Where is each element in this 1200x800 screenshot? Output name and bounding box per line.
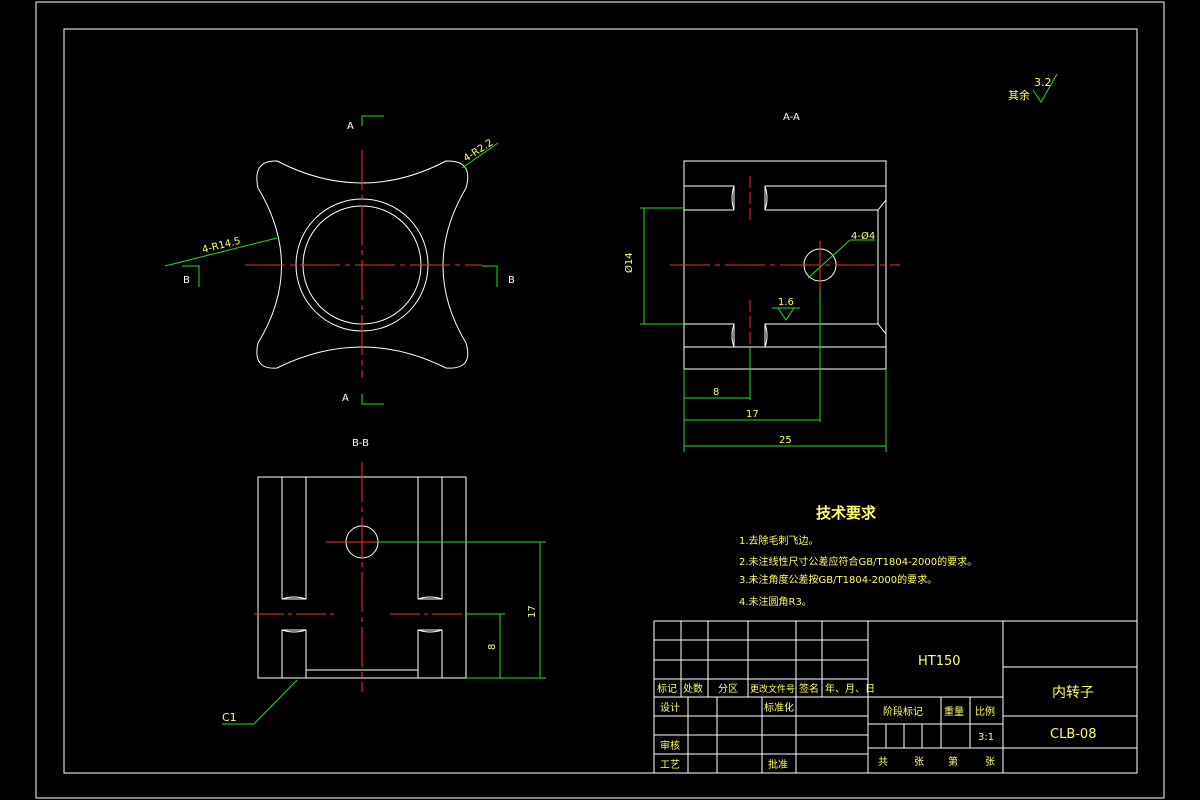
tb-label-sign: 签名: [799, 682, 819, 695]
roughness-symbol: 其余 3.2: [1008, 73, 1058, 103]
top-view: A A B B 4-R2.2 4-R14.5: [164, 115, 515, 405]
tb-label-zone: 分区: [718, 683, 738, 695]
tb-process: 工艺: [660, 759, 680, 771]
section-mark-b-right: B: [508, 275, 515, 286]
tb-sheet-unit1: 张: [914, 756, 924, 768]
tb-label-count: 处数: [683, 682, 703, 695]
tech-item-2: 2.未注线性尺寸公差应符合GB/T1804-2000的要求。: [739, 555, 977, 568]
section-aa-title: A-A: [783, 112, 800, 123]
tech-item-1: 1.去除毛刺飞边。: [739, 534, 819, 547]
dim-hole: 4-Ø4: [851, 230, 875, 242]
tb-stage: 阶段标记: [883, 705, 923, 718]
roughness-label: 其余: [1008, 88, 1030, 102]
dim-r-small: 4-R2.2: [462, 137, 496, 164]
tb-scale: 3:1: [978, 732, 994, 743]
dim-diameter: Ø14: [623, 252, 635, 273]
tb-label-date: 年、月、日: [825, 682, 875, 695]
title-block: 标记 处数 分区 更改文件号 签名 年、月、日 设计 标准化 审核 工艺 批准 …: [653, 620, 1138, 774]
tech-item-3: 3.未注角度公差按GB/T1804-2000的要求。: [739, 573, 937, 586]
tb-part-name: 内转子: [1052, 685, 1094, 701]
tb-label-mark: 标记: [657, 683, 677, 695]
tech-item-4: 4.未注圆角R3。: [739, 595, 812, 608]
star-outline: [256, 160, 469, 369]
dim-8: 8: [713, 387, 719, 398]
tech-requirements: 技术要求 1.去除毛刺飞边。 2.未注线性尺寸公差应符合GB/T1804-200…: [739, 504, 977, 608]
tech-title: 技术要求: [816, 504, 877, 522]
tb-standard: 标准化: [764, 701, 794, 714]
tb-review: 审核: [660, 739, 680, 752]
dim-bb-17: 17: [527, 605, 538, 618]
tb-drawing-no: CLB-08: [1050, 727, 1096, 742]
section-bb-title: B-B: [352, 438, 369, 449]
section-bb-view: B-B 17 8 C1: [222, 438, 546, 725]
tb-approve: 批准: [768, 758, 788, 771]
tb-material: HT150: [918, 654, 961, 669]
tb-sheet-no: 第: [948, 755, 958, 768]
dim-25: 25: [779, 435, 792, 446]
tb-ratio: 比例: [975, 705, 995, 718]
dim-r-large: 4-R14.5: [201, 236, 242, 256]
tb-sheet-unit2: 张: [985, 756, 995, 768]
section-mark-b-left: B: [183, 275, 190, 286]
section-mark-a-bottom: A: [342, 393, 349, 404]
outer-frame: [35, 1, 1165, 799]
tb-weight: 重量: [944, 705, 964, 718]
tb-sheet-total: 共: [878, 756, 888, 768]
tb-design: 设计: [660, 701, 680, 714]
dim-rough-local: 1.6: [778, 297, 794, 308]
dim-chamfer: C1: [222, 711, 237, 724]
dim-17: 17: [746, 409, 759, 420]
inner-frame: [63, 28, 1138, 774]
tb-label-change: 更改文件号: [750, 683, 795, 695]
section-aa-view: A-A 4-Ø4 1.6 Ø14: [623, 112, 900, 452]
roughness-value: 3.2: [1034, 76, 1052, 89]
dim-bb-8: 8: [487, 644, 498, 650]
section-mark-a-top: A: [347, 121, 354, 132]
